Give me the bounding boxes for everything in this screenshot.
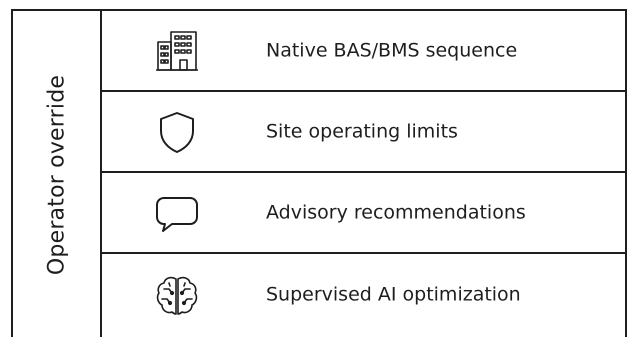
hierarchy-diagram: Operator override: [11, 9, 627, 337]
layer-label: Site operating limits: [266, 120, 458, 143]
building-icon: [154, 28, 200, 74]
layer-supervised-ai-optimization: Supervised AI optimization: [102, 254, 625, 335]
layer-label: Supervised AI optimization: [266, 283, 521, 306]
speech-bubble-icon: [154, 190, 200, 236]
layer-advisory-recommendations: Advisory recommendations: [102, 173, 625, 254]
brain-icon: [154, 272, 200, 318]
operator-override-label: Operator override: [44, 74, 70, 276]
layer-site-operating-limits: Site operating limits: [102, 92, 625, 173]
layer-label: Native BAS/BMS sequence: [266, 39, 518, 62]
shield-icon: [154, 109, 200, 155]
layer-label: Advisory recommendations: [266, 201, 526, 224]
layers-list: Native BAS/BMS sequence Site operating l…: [102, 11, 625, 337]
layer-native-bas-bms: Native BAS/BMS sequence: [102, 11, 625, 92]
operator-override-column: Operator override: [13, 11, 102, 337]
